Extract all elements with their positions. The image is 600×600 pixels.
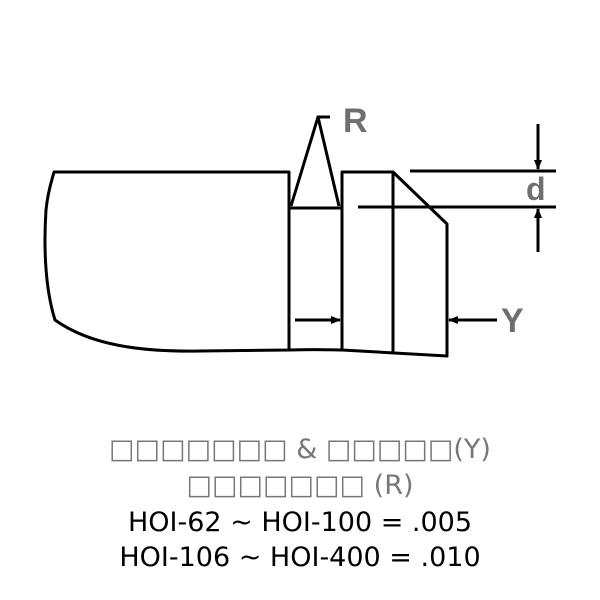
d-dimension	[358, 124, 556, 252]
r-label: R	[343, 102, 368, 140]
caption-line-3: HOI-62 ~ HOI-100 = .005	[127, 507, 473, 538]
tool-diagram: R d Y	[43, 102, 556, 358]
caption-line-4: HOI-106 ~ HOI-400 = .010	[119, 542, 481, 573]
r-callout	[289, 115, 341, 207]
d-label: d	[526, 171, 546, 207]
caption-line-1: □□□□□□□ & □□□□□(Y)	[109, 434, 491, 465]
y-label: Y	[501, 302, 524, 340]
tool-body-outline	[43, 170, 449, 358]
caption-line-2: □□□□□□□ (R)	[186, 470, 414, 501]
